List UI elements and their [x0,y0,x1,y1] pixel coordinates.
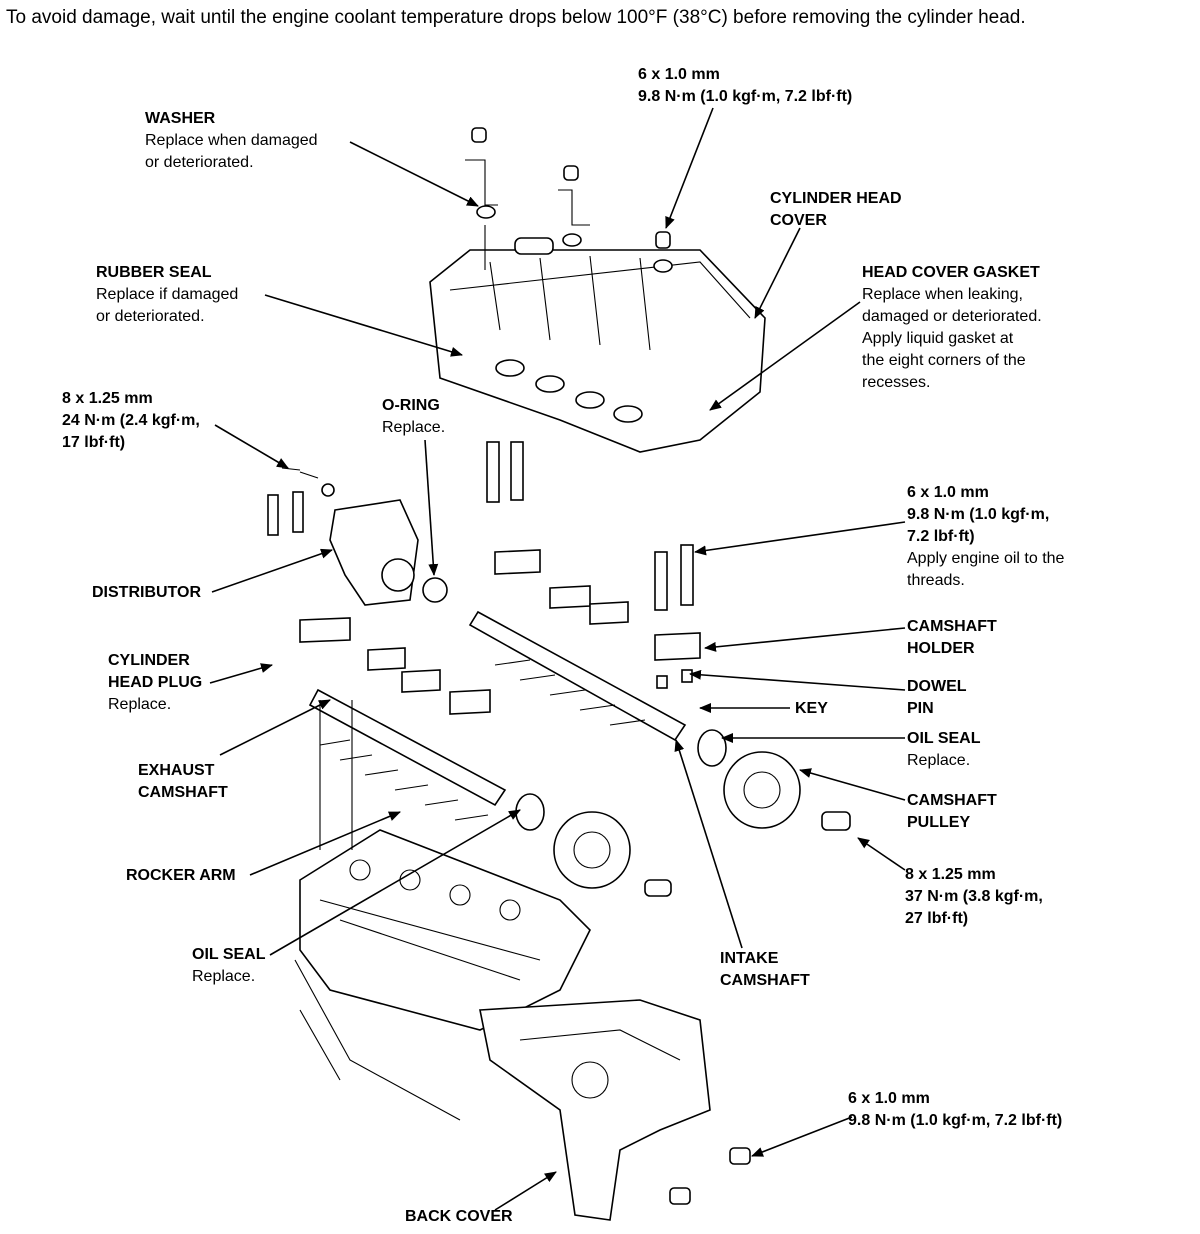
intake-camshaft-label: INTAKE CAMSHAFT [720,948,810,992]
top-bolt-size: 6 x 1.0 mm [638,66,720,83]
dowel-pin-line-1: DOWEL [907,678,967,695]
back-cover-bolt-size: 6 x 1.0 mm [848,1090,930,1107]
holder-bolt-note-1: Apply engine oil to the [907,550,1065,567]
cover-nuts [465,127,673,273]
oil-seal-right-line-1: Replace. [907,752,971,769]
camshaft-holder-line-1: CAMSHAFT [907,618,997,635]
head-cover-gasket-line-2: damaged or deteriorated. [862,308,1042,325]
washer-line-1: Replace when damaged [145,132,318,149]
cylinder-head-plug-label: CYLINDER HEAD PLUG Replace. [108,650,202,716]
cylinder-head-plug-line-1: Replace. [108,696,172,713]
oil-seal-left-title: OIL SEAL [192,946,266,963]
cylinder-head-cover-label: CYLINDER HEAD COVER [770,188,902,232]
oil-seal-right-title: OIL SEAL [907,730,981,747]
back-cover-title: BACK COVER [405,1208,513,1225]
back-cover-label: BACK COVER [405,1206,513,1228]
cylinder-head-part [294,829,591,1121]
rubber-seal-line-1: Replace if damaged [96,286,239,303]
distributor-label: DISTRIBUTOR [92,582,201,604]
cylinder-head-plug-title-2: HEAD PLUG [108,674,203,691]
holder-bolt-torque-1: 9.8 N·m (1.0 kgf·m, [907,506,1050,523]
washer-label: WASHER Replace when damaged or deteriora… [145,108,318,174]
exhaust-camshaft-line-1: EXHAUST [138,762,215,779]
holder-bolt-label: 6 x 1.0 mm 9.8 N·m (1.0 kgf·m, 7.2 lbf·f… [907,482,1064,592]
washer-title: WASHER [145,110,216,127]
cylinder-head-cover-part [429,237,766,453]
camshaft-holders [299,441,701,715]
head-cover-gasket-line-3: Apply liquid gasket at [862,330,1014,347]
top-bolt-torque: 9.8 N·m (1.0 kgf·m, 7.2 lbf·ft) [638,88,853,105]
intake-camshaft-part [468,610,851,831]
leader-lines [209,107,906,1211]
head-cover-gasket-label: HEAD COVER GASKET Replace when leaking, … [862,262,1042,394]
head-cover-gasket-title: HEAD COVER GASKET [862,264,1040,281]
holder-bolt-torque-2: 7.2 lbf·ft) [907,528,975,545]
o-ring-title: O-RING [382,397,440,414]
oil-seal-left-label: OIL SEAL Replace. [192,944,266,988]
head-cover-gasket-line-4: the eight corners of the [862,352,1026,369]
back-cover-part [479,999,751,1221]
head-cover-gasket-line-5: recesses. [862,374,931,391]
rubber-seal-title: RUBBER SEAL [96,264,212,281]
rocker-arm-label: ROCKER ARM [126,865,236,887]
o-ring-label: O-RING Replace. [382,395,445,439]
camshaft-holder-label: CAMSHAFT HOLDER [907,616,997,660]
rocker-arms [319,659,646,821]
rubber-seal-line-2: or deteriorated. [96,308,205,325]
intake-camshaft-line-2: CAMSHAFT [720,972,810,989]
key-label: KEY [795,698,828,720]
rocker-arm-title: ROCKER ARM [126,867,236,884]
holder-bolt-note-2: threads. [907,572,965,589]
camshaft-pulley-line-1: CAMSHAFT [907,792,997,809]
exhaust-camshaft-line-2: CAMSHAFT [138,784,228,801]
distributor-bolt-torque-1: 24 N·m (2.4 kgf·m, [62,412,200,429]
washer-line-2: or deteriorated. [145,154,254,171]
rubber-seal-label: RUBBER SEAL Replace if damaged or deteri… [96,262,238,328]
pulley-bolt-torque-2: 27 lbf·ft) [905,910,969,927]
back-cover-bolt-torque: 9.8 N·m (1.0 kgf·m, 7.2 lbf·ft) [848,1112,1063,1129]
pulley-bolt-torque-1: 37 N·m (3.8 kgf·m, [905,888,1043,905]
camshaft-holder-line-2: HOLDER [907,640,975,657]
back-cover-bolt-label: 6 x 1.0 mm 9.8 N·m (1.0 kgf·m, 7.2 lbf·f… [848,1088,1062,1132]
camshaft-pulley-label: CAMSHAFT PULLEY [907,790,997,834]
oil-seal-right-label: OIL SEAL Replace. [907,728,981,772]
o-ring-line-1: Replace. [382,419,446,436]
dowel-pin-line-2: PIN [907,700,934,717]
intake-camshaft-line-1: INTAKE [720,950,779,967]
safety-notice: To avoid damage, wait until the engine c… [6,7,1026,28]
cylinder-head-cover-line-1: CYLINDER HEAD [770,190,902,207]
camshaft-pulley-line-2: PULLEY [907,814,971,831]
distributor-bolt-torque-2: 17 lbf·ft) [62,434,126,451]
pulley-bolt-size: 8 x 1.25 mm [905,866,996,883]
head-cover-gasket-line-1: Replace when leaking, [862,286,1023,303]
distributor-title: DISTRIBUTOR [92,584,202,601]
exhaust-camshaft-part [308,688,672,897]
cylinder-head-plug-title-1: CYLINDER [108,652,190,669]
top-bolt-label: 6 x 1.0 mm 9.8 N·m (1.0 kgf·m, 7.2 lbf·f… [638,64,852,108]
holder-bolt-size: 6 x 1.0 mm [907,484,989,501]
oil-seal-left-line-1: Replace. [192,968,256,985]
cylinder-head-cover-line-2: COVER [770,212,827,229]
exhaust-camshaft-label: EXHAUST CAMSHAFT [138,760,228,804]
key-title: KEY [795,700,828,717]
dowel-pin-label: DOWEL PIN [907,676,967,720]
distributor-bolt-size: 8 x 1.25 mm [62,390,153,407]
distributor-bolt-label: 8 x 1.25 mm 24 N·m (2.4 kgf·m, 17 lbf·ft… [62,388,200,454]
distributor-part [267,467,448,606]
pulley-bolt-label: 8 x 1.25 mm 37 N·m (3.8 kgf·m, 27 lbf·ft… [905,864,1043,930]
